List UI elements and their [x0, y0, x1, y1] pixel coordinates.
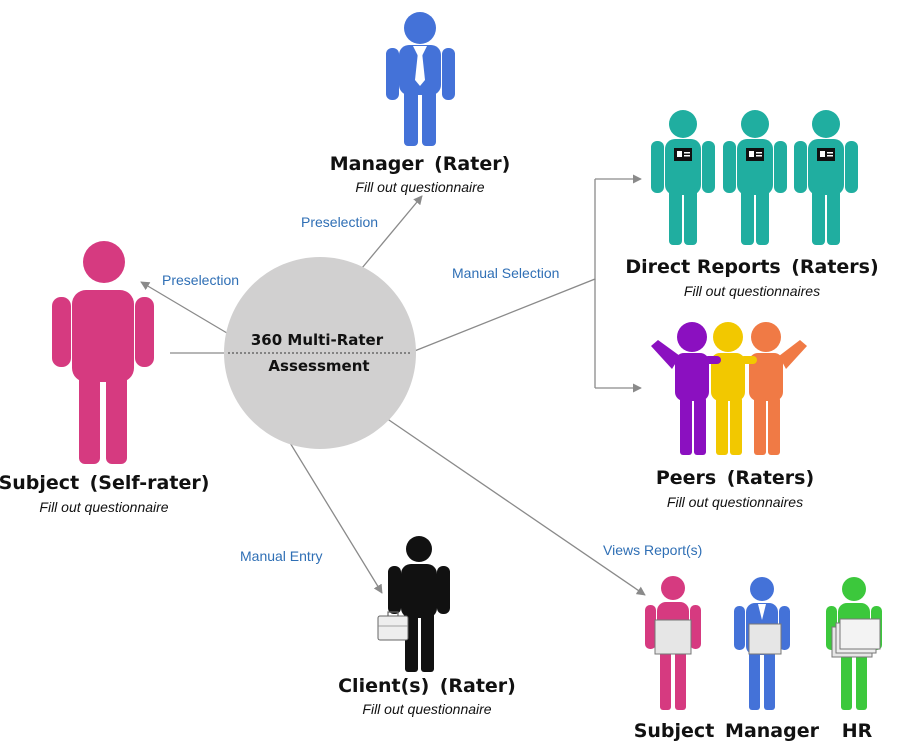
subject-name: Subject — [0, 472, 79, 494]
businessman-icon — [386, 12, 455, 146]
peers-group-icon — [651, 322, 807, 455]
report-viewer-hr-icon — [826, 577, 882, 710]
assessment-title-line-2: Assessment — [268, 357, 369, 375]
edge-label-manager-preselection: Preselection — [301, 214, 378, 230]
manager-caption: Fill out questionnaire — [355, 179, 484, 195]
direct-reports-icon-group — [651, 110, 858, 245]
direct-reports-label: Direct Reports (Raters) — [625, 256, 878, 278]
subject-label: Subject (Self-rater) — [0, 472, 209, 494]
edge-label-views-reports: Views Report(s) — [603, 542, 702, 558]
peers-name: Peers — [656, 467, 716, 489]
peers-label: Peers (Raters) — [656, 467, 814, 489]
report-viewer-hr-label: HR — [842, 720, 873, 742]
employee-badge-icon — [794, 110, 858, 245]
edge-label-manual-selection: Manual Selection — [452, 265, 559, 281]
manager-name: Manager — [330, 153, 425, 175]
client-name: Client(s) — [338, 675, 429, 697]
peers-caption: Fill out questionnaires — [667, 494, 803, 510]
employee-badge-icon — [723, 110, 787, 245]
client-briefcase-icon — [377, 536, 450, 672]
report-viewer-manager-icon — [734, 577, 790, 710]
edge-label-manual-entry: Manual Entry — [240, 548, 322, 564]
peers-role: (Raters) — [727, 467, 814, 489]
assessment-title-line-1: 360 Multi-Rater — [251, 331, 384, 349]
arrow-to-report-viewers — [385, 417, 646, 596]
direct-reports-caption: Fill out questionnaires — [684, 283, 820, 299]
manager-role: (Rater) — [434, 153, 510, 175]
report-viewer-subject-label: Subject — [634, 720, 715, 742]
client-role: (Rater) — [440, 675, 516, 697]
report-viewer-manager-label: Manager — [725, 720, 820, 742]
edge-label-subject-preselection: Preselection — [162, 272, 239, 288]
report-viewer-subject-icon — [645, 576, 701, 710]
employee-badge-icon — [651, 110, 715, 245]
subject-role: (Self-rater) — [90, 472, 210, 494]
assessment-node: 360 Multi-Rater Assessment — [224, 257, 416, 449]
person-icon — [52, 241, 154, 464]
arrow-to-manager — [356, 195, 423, 275]
direct-reports-name: Direct Reports — [625, 256, 780, 278]
manager-label: Manager (Rater) — [330, 153, 511, 175]
client-label: Client(s) (Rater) — [338, 675, 516, 697]
client-caption: Fill out questionnaire — [362, 701, 491, 717]
subject-caption: Fill out questionnaire — [39, 499, 168, 515]
direct-reports-role: (Raters) — [791, 256, 878, 278]
arrow-to-subject — [140, 281, 233, 337]
